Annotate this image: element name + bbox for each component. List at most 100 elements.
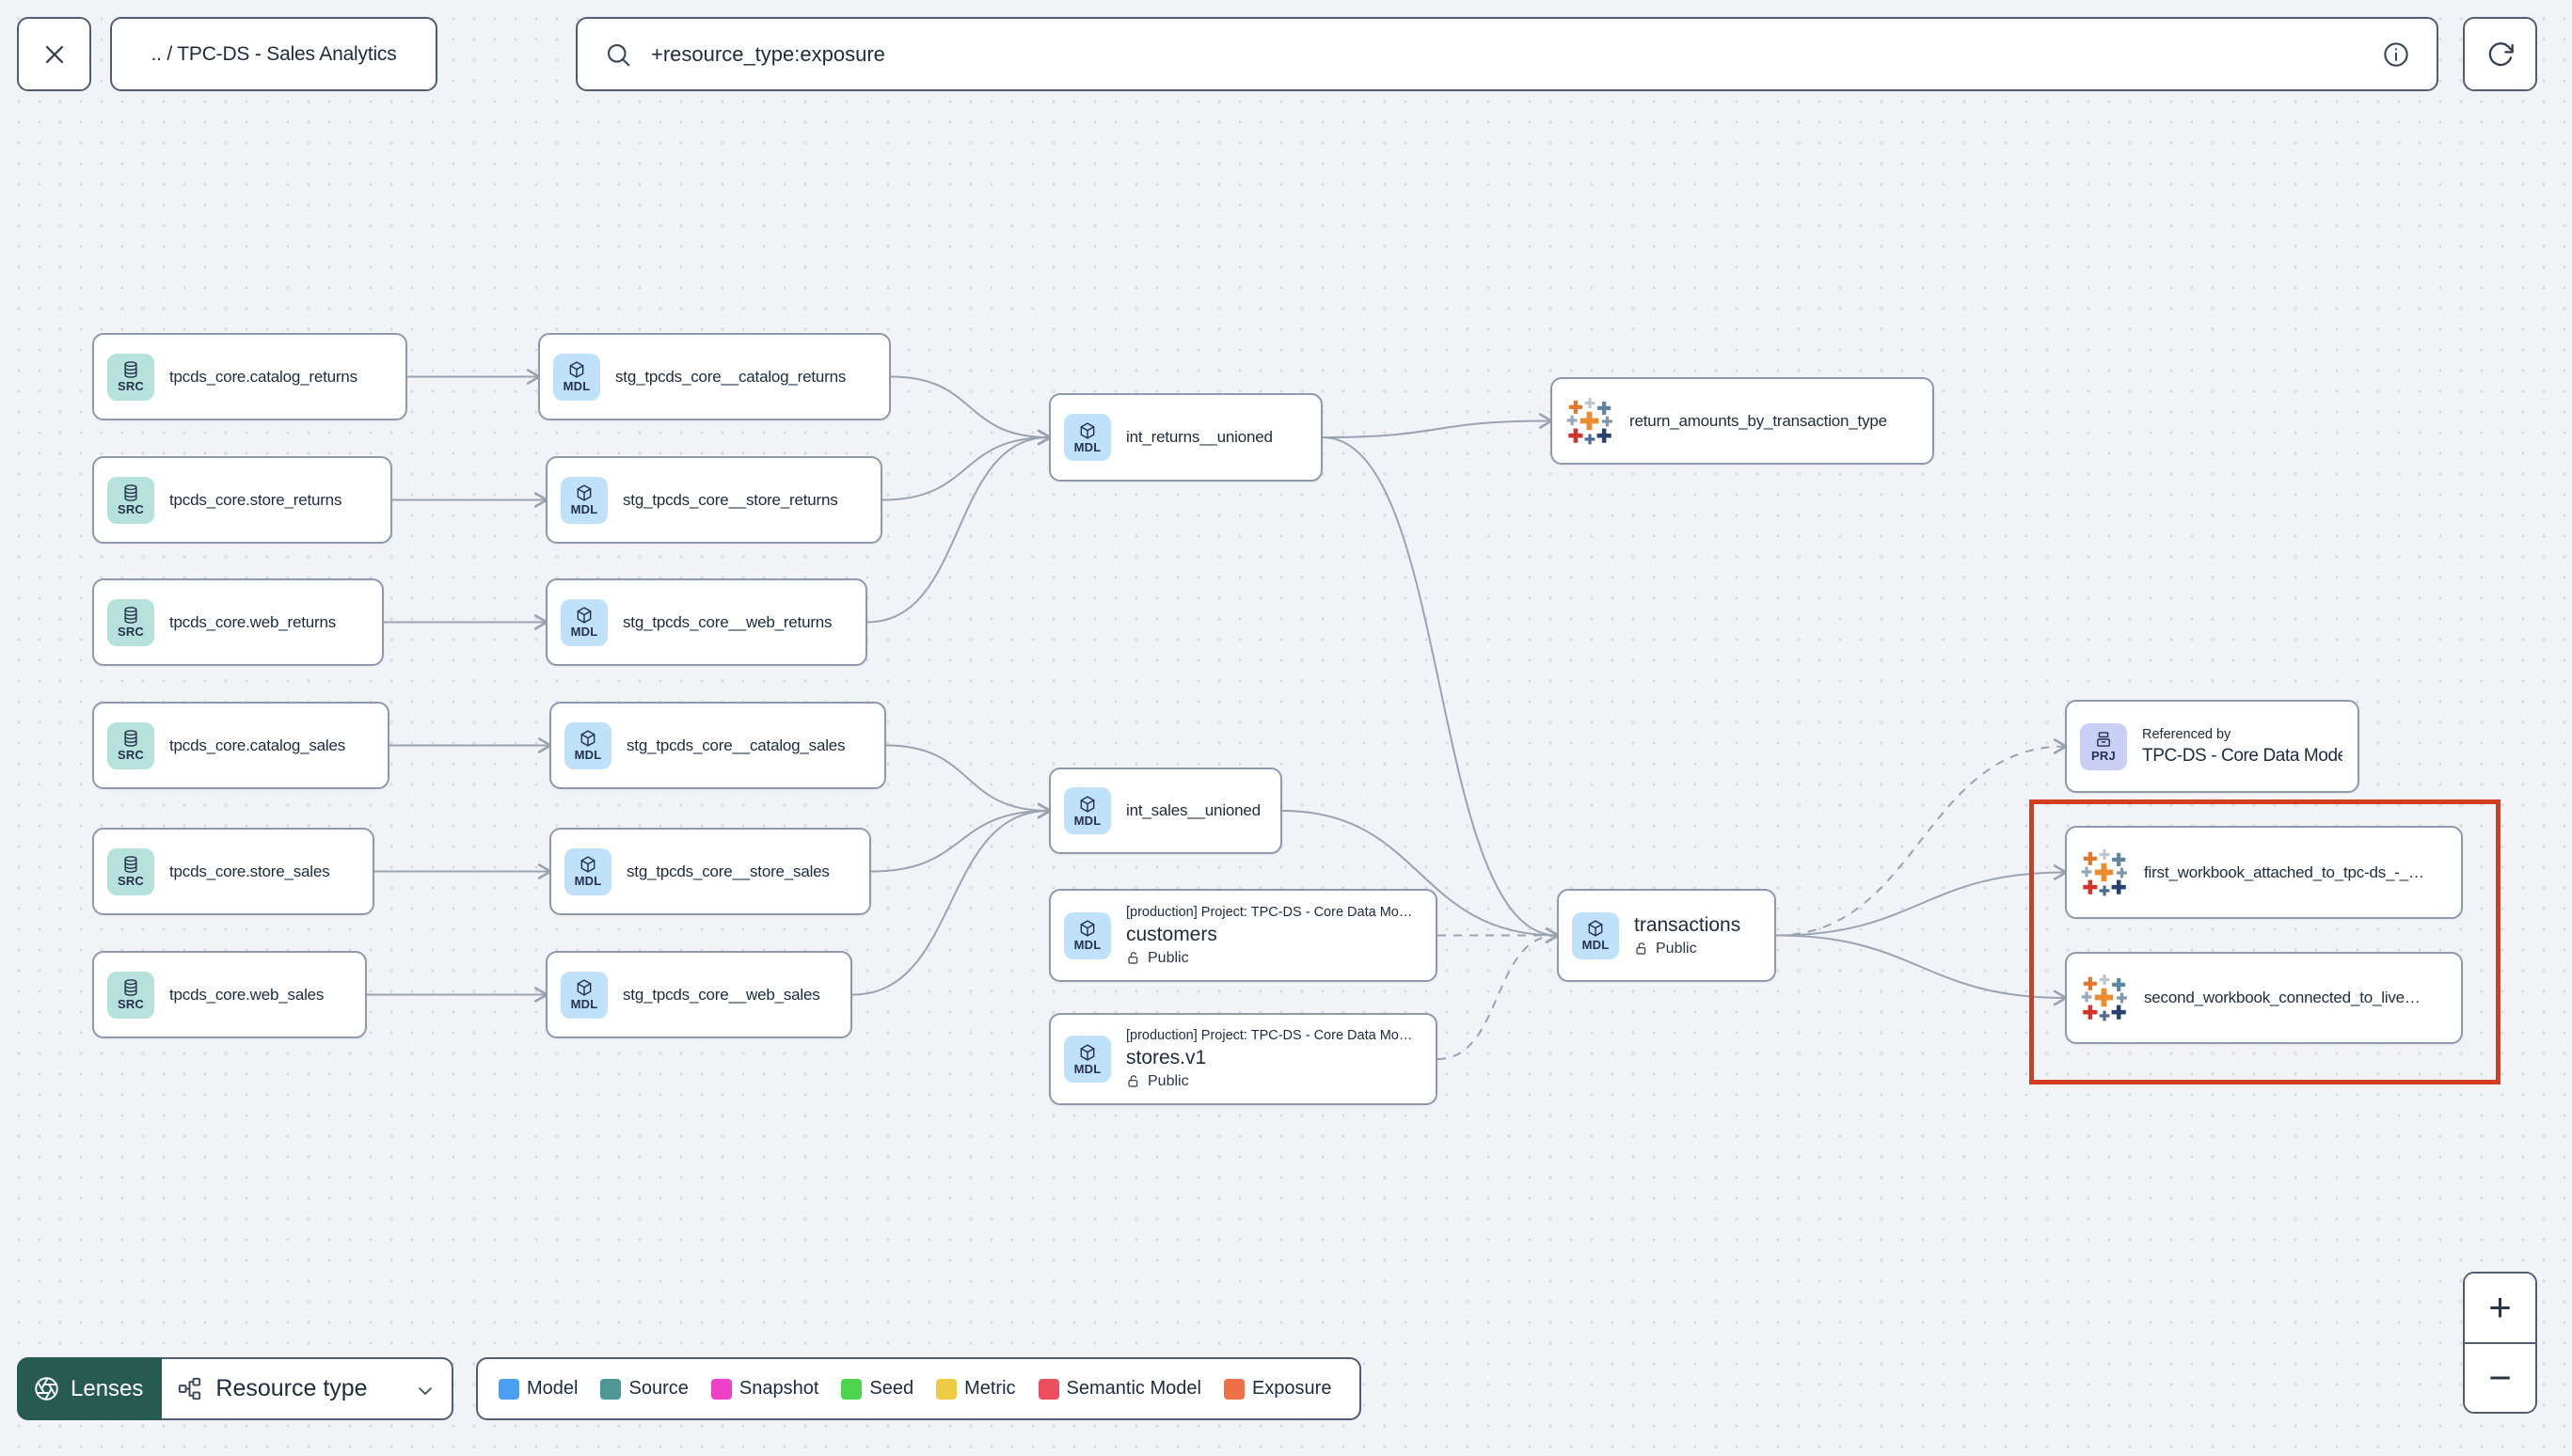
node-label: tpcds_core.web_sales — [169, 985, 325, 1004]
legend: Model Source Snapshot Seed Metric Semantic Mo… — [476, 1357, 1361, 1420]
node-label: customers — [1126, 923, 1217, 945]
node-stg_web_sales[interactable]: MDL stg_tpcds_core__web_sales — [546, 951, 852, 1038]
hierarchy-icon — [179, 1377, 201, 1401]
hierarchy-icon-wrap — [177, 1376, 202, 1401]
node-visibility: Public — [1634, 941, 1740, 957]
search-input[interactable] — [649, 40, 2365, 68]
cube-icon — [580, 730, 595, 747]
lenses-button[interactable]: Lenses — [17, 1357, 163, 1420]
close-icon — [45, 45, 63, 63]
badge-label: SRC — [117, 625, 145, 640]
cube-icon — [1080, 422, 1095, 439]
aperture-icon — [35, 1377, 58, 1401]
legend-item-metric: Metric — [936, 1378, 1016, 1400]
node-int_returns_unioned[interactable]: MDL int_returns__unioned — [1049, 393, 1323, 482]
search-bar[interactable] — [576, 17, 2438, 91]
node-return_amounts[interactable]: return_amounts_by_transaction_type — [1550, 377, 1934, 465]
node-stores_v1[interactable]: MDL [production] Project: TPC-DS - Core D… — [1049, 1013, 1437, 1105]
close-button[interactable] — [17, 17, 91, 91]
badge-label: SRC — [117, 874, 145, 889]
node-src_web_sales[interactable]: SRC tpcds_core.web_sales — [92, 951, 367, 1038]
mdl-badge: MDL — [1064, 911, 1111, 959]
src-badge: SRC — [107, 353, 154, 401]
legend-swatch — [499, 1378, 519, 1400]
cube-icon — [577, 979, 592, 996]
cube-icon — [580, 856, 595, 873]
legend-swatch — [841, 1378, 863, 1400]
zoom-in-button[interactable]: + — [2465, 1274, 2535, 1342]
breadcrumb[interactable]: .. / TPC-DS - Sales Analytics — [110, 17, 437, 91]
node-label: tpcds_core.store_returns — [169, 490, 342, 509]
src-badge: SRC — [107, 971, 154, 1019]
badge-label: PRJ — [2091, 749, 2116, 764]
node-label: tpcds_core.store_sales — [169, 862, 330, 880]
database-icon — [124, 730, 137, 747]
tableau-icon — [2081, 974, 2127, 1021]
legend-label: Seed — [869, 1378, 914, 1399]
badge-label: MDL — [570, 997, 598, 1012]
info-icon-wrap[interactable] — [2382, 40, 2410, 69]
prj-badge: PRJ — [2080, 722, 2127, 770]
node-second_workbook[interactable]: second_workbook_connected_to_live… — [2065, 952, 2463, 1044]
breadcrumb-label: .. / TPC-DS - Sales Analytics — [151, 42, 397, 65]
src-badge: SRC — [107, 721, 154, 769]
legend-label: Snapshot — [738, 1378, 819, 1399]
node-stg_web_returns[interactable]: MDL stg_tpcds_core__web_returns — [546, 578, 867, 666]
zoom-divider — [2465, 1341, 2535, 1344]
resource-type-dropdown[interactable]: Resource type — [162, 1357, 454, 1420]
node-label: stg_tpcds_core__web_returns — [623, 612, 833, 631]
node-label: stg_tpcds_core__store_sales — [627, 862, 830, 880]
node-stg_store_returns[interactable]: MDL stg_tpcds_core__store_returns — [546, 456, 882, 544]
search-icon — [607, 43, 630, 66]
legend-swatch — [710, 1378, 732, 1400]
legend-item-source: Source — [600, 1378, 689, 1400]
database-icon — [124, 361, 137, 378]
legend-swatch — [1223, 1378, 1245, 1400]
node-label: return_amounts_by_transaction_type — [1629, 411, 1887, 430]
cube-icon — [1080, 796, 1095, 813]
node-src_store_sales[interactable]: SRC tpcds_core.store_sales — [92, 828, 374, 915]
badge-label: MDL — [570, 625, 598, 640]
zoom-control: + − — [2463, 1272, 2537, 1414]
tableau-icon — [1566, 397, 1612, 444]
node-label: stg_tpcds_core__web_sales — [623, 985, 820, 1004]
node-label: TPC-DS - Core Data Models — [2142, 745, 2342, 766]
lock-open-icon — [1128, 951, 1138, 964]
node-label: stg_tpcds_core__store_returns — [623, 490, 838, 509]
badge-label: MDL — [1073, 439, 1102, 454]
badge-label: MDL — [574, 748, 602, 763]
refresh-button[interactable] — [2463, 17, 2537, 91]
mdl-badge: MDL — [561, 476, 608, 524]
mdl-badge: MDL — [1064, 414, 1111, 461]
node-text: [production] Project: TPC-DS - Core Data… — [1126, 1028, 1412, 1090]
legend-label: Source — [628, 1378, 689, 1399]
node-first_workbook[interactable]: first_workbook_attached_to_tpc-ds_-_… — [2065, 826, 2463, 919]
legend-item-exposure: Exposure — [1223, 1378, 1331, 1400]
legend-item-semantic-model: Semantic Model — [1038, 1378, 1201, 1400]
node-customers[interactable]: MDL[production] Project: TPC-DS - Core D… — [1049, 889, 1437, 982]
zoom-out-button[interactable]: − — [2465, 1343, 2535, 1412]
legend-item-model: Model — [499, 1378, 578, 1400]
node-label: int_returns__unioned — [1126, 428, 1273, 446]
lens-control: Lenses Resource type — [17, 1357, 454, 1420]
mdl-badge: MDL — [561, 598, 608, 646]
badge-label: MDL — [570, 502, 598, 517]
legend-swatch — [936, 1378, 958, 1400]
cube-icon — [577, 607, 592, 624]
mdl-badge: MDL — [1064, 1036, 1111, 1083]
node-label: first_workbook_attached_to_tpc-ds_-_… — [2144, 863, 2424, 881]
